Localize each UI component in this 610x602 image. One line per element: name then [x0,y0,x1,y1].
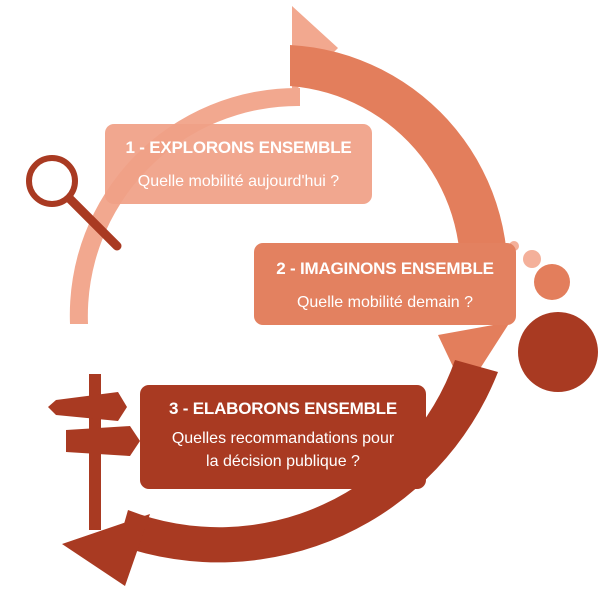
step-2-subtitle: Quelle mobilité demain ? [254,291,516,314]
step-1-title: 1 - EXPLORONS ENSEMBLE [125,138,352,157]
step-2-subtitle-line: Quelle mobilité demain ? [296,294,474,311]
step-3-subtitle-line-2: la décision publique ? [206,453,360,470]
step-3-title: 3 - ELABORONS ENSEMBLE [169,399,397,418]
step-1-subtitle: Quelle mobilité aujourd'hui ? [105,170,372,193]
step-3-subtitle-line-1: Quelles recommandations pour [171,430,395,447]
arrow-head-imagine [438,322,510,392]
step-1-subtitle-line: Quelle mobilité aujourd'hui ? [137,173,340,190]
step-3-subtitle: Quelles recommandations pour la décision… [140,427,426,473]
step-1-box: 1 - EXPLORONS ENSEMBLE Quelle mobilité a… [105,124,372,204]
step-3-box: 3 - ELABORONS ENSEMBLE Quelles recommand… [140,385,426,489]
magnifying-glass-icon [26,155,122,251]
thought-bubbles-icon [509,241,598,392]
arrow-head-elaborate [62,514,150,586]
step-2-title: 2 - IMAGINONS ENSEMBLE [276,259,494,278]
signpost-icon [48,374,140,530]
step-2-box: 2 - IMAGINONS ENSEMBLE Quelle mobilité d… [254,243,516,325]
